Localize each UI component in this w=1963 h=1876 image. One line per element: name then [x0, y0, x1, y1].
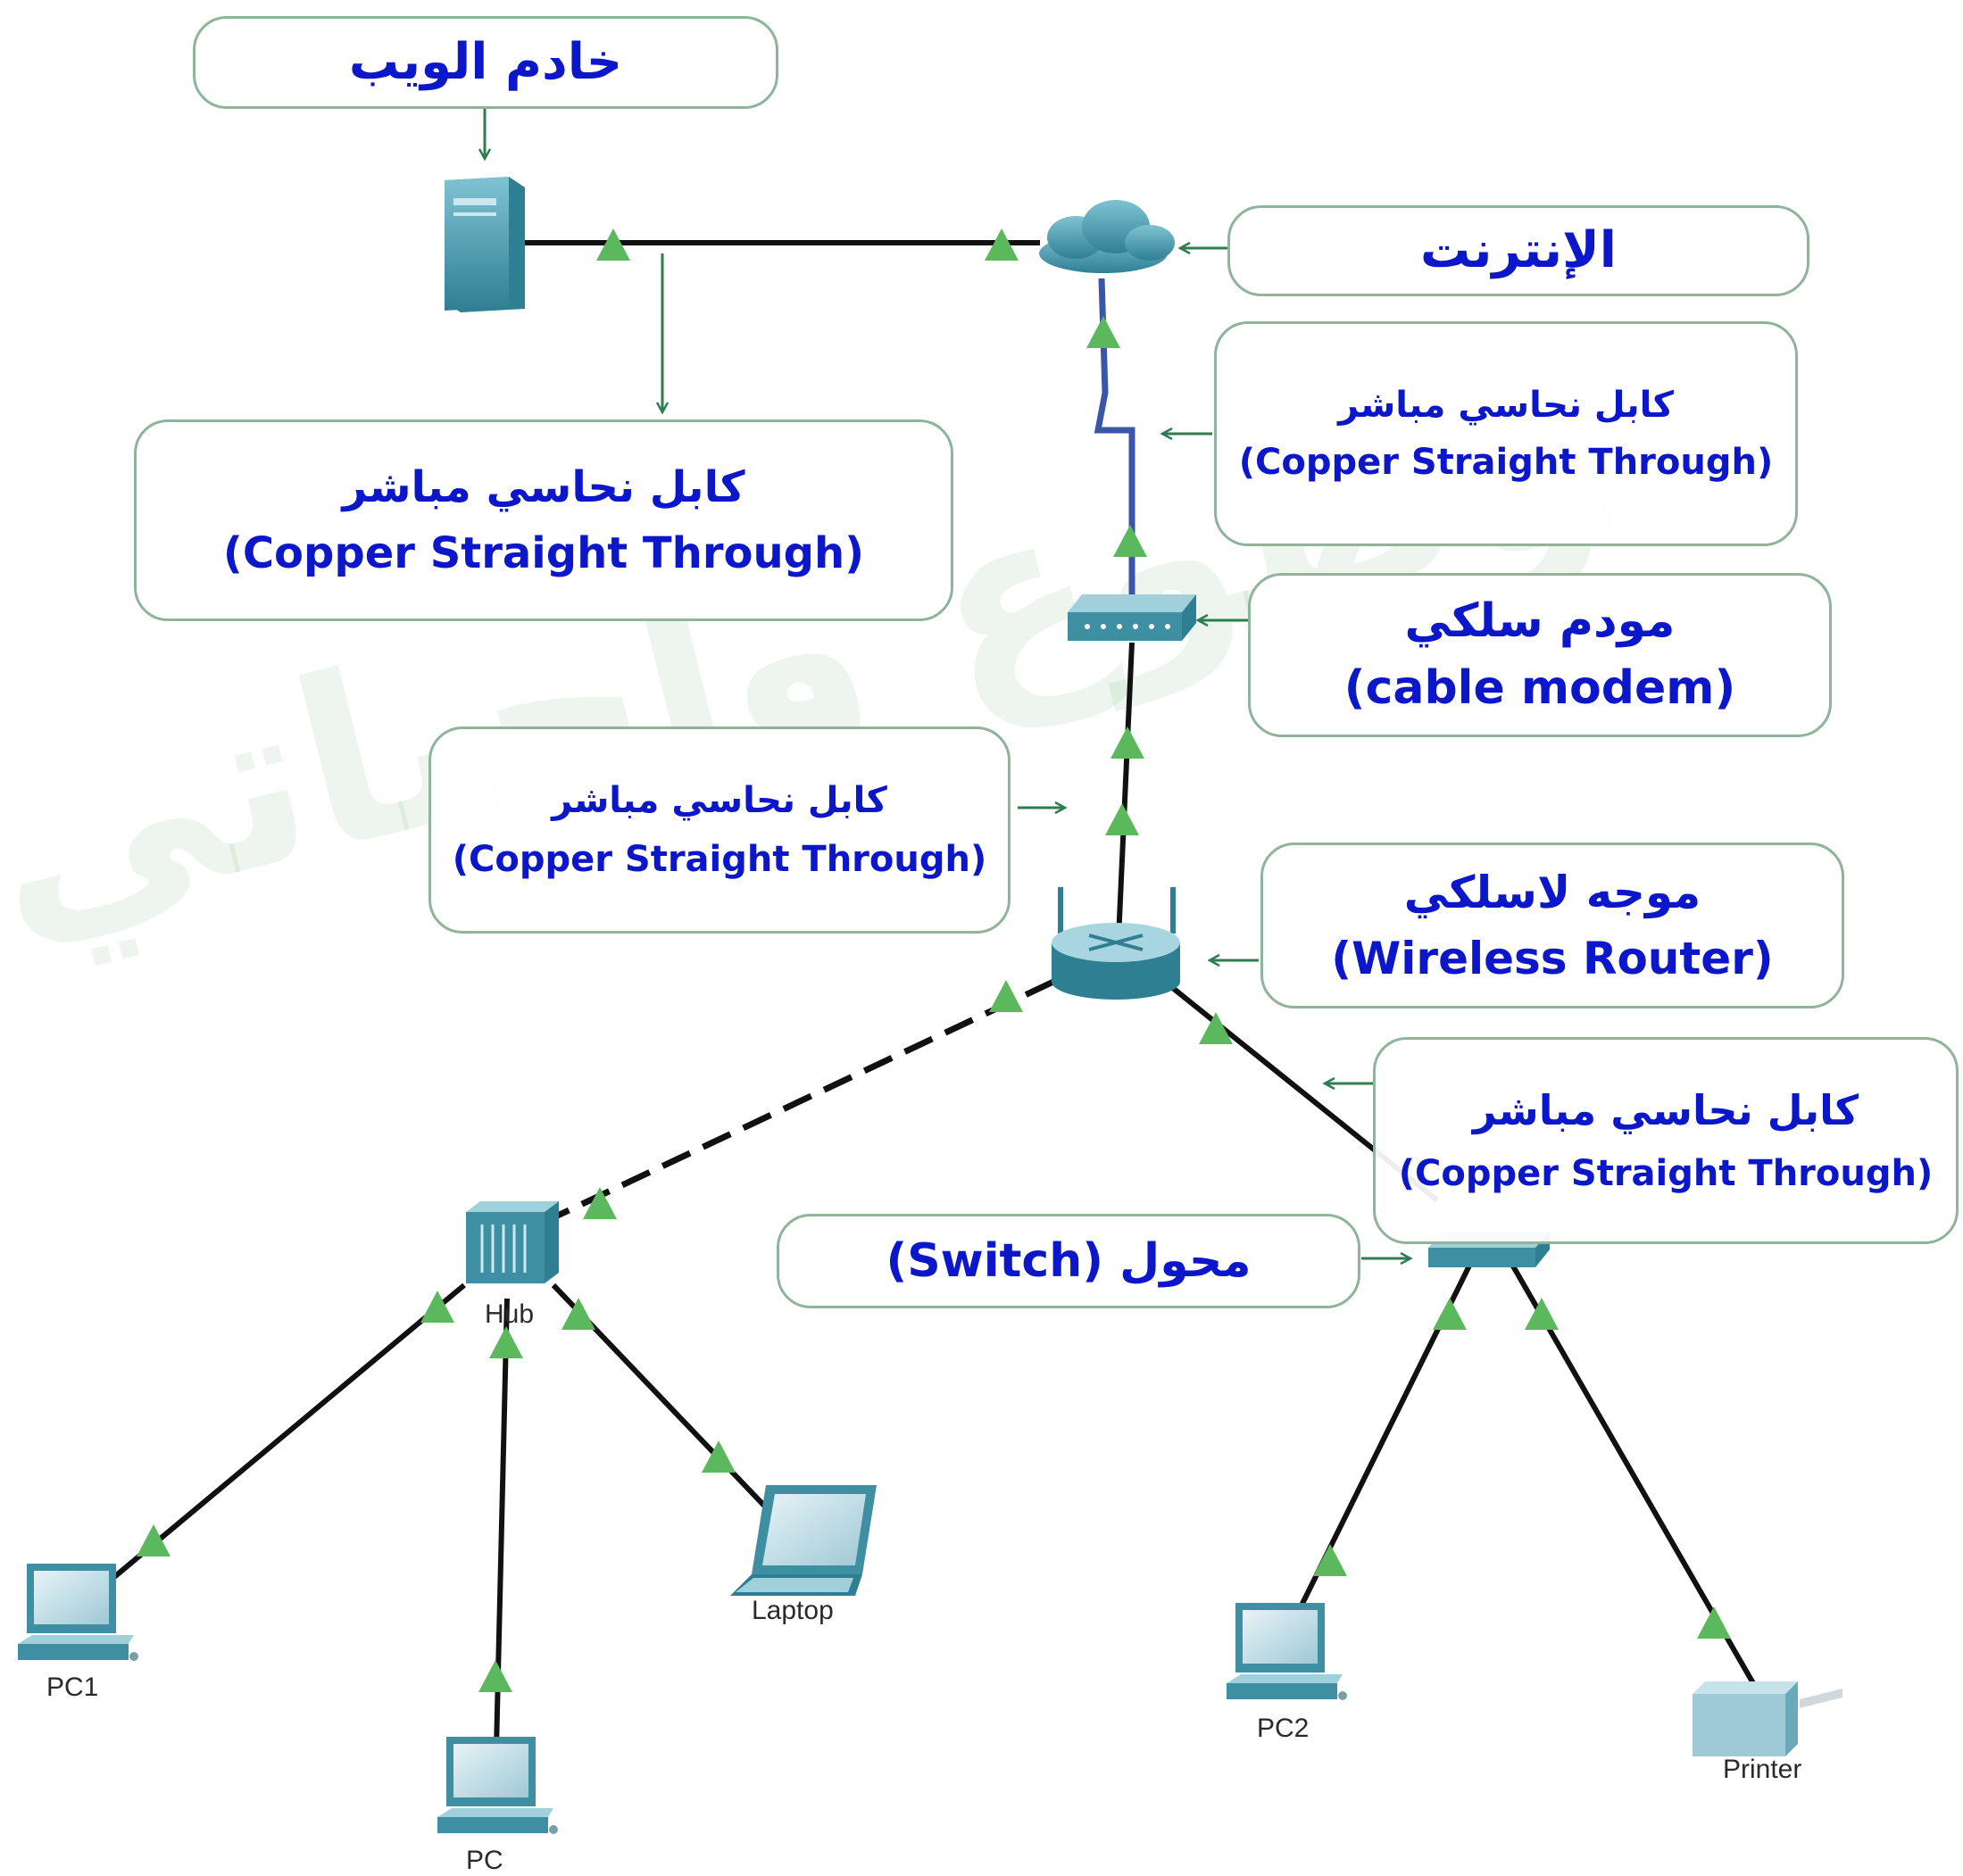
pc-icon[interactable]	[1227, 1603, 1347, 1700]
callout-ar: كابل نحاسي مباشر	[1472, 1086, 1859, 1135]
callout-ar: الإنترنت	[1420, 221, 1617, 279]
callout-ar: خادم الويب	[348, 33, 623, 91]
link-light	[1105, 803, 1139, 835]
callout-ar: محول (Switch)	[886, 1233, 1252, 1288]
callout-en: (Copper Straight Through)	[1238, 442, 1774, 483]
cable-modem-router	[1116, 642, 1135, 940]
callout-en: (Copper Straight Through)	[452, 839, 987, 880]
pc-icon[interactable]	[437, 1737, 558, 1834]
link-light	[1697, 1606, 1731, 1639]
link-light	[702, 1440, 736, 1473]
link-light	[137, 1524, 171, 1556]
annotation-arrows	[485, 109, 1410, 1258]
link-light	[1086, 316, 1120, 348]
link-light	[985, 228, 1019, 261]
router-icon[interactable]	[1052, 887, 1180, 1000]
link-light	[1313, 1544, 1347, 1576]
cable-cloud-modem	[1094, 278, 1135, 607]
callout-en: (Copper Straight Through)	[1398, 1152, 1934, 1194]
link-light	[1525, 1298, 1559, 1330]
printer-icon[interactable]	[1693, 1681, 1842, 1756]
callout-cable-cloud-modem: كابل نحاسي مباشر (Copper Straight Throug…	[1214, 321, 1798, 546]
callout-ar: كابل نحاسي مباشر	[342, 462, 745, 512]
link-light	[561, 1298, 595, 1330]
link-light	[1199, 1012, 1233, 1044]
cable-router-hub	[545, 978, 1055, 1224]
modem-icon[interactable]	[1068, 594, 1196, 641]
callout-internet: الإنترنت	[1227, 205, 1809, 296]
hub-label: Hub	[485, 1299, 534, 1329]
pc1-label: PC1	[46, 1673, 98, 1702]
link-lights	[137, 228, 1731, 1692]
callout-en: (cable modem)	[1343, 661, 1736, 715]
callout-ar: مودم سلكي	[1404, 594, 1676, 648]
link-light	[478, 1660, 512, 1692]
laptop-label: Laptop	[752, 1596, 834, 1625]
callout-cable-router-switch: كابل نحاسي مباشر (Copper Straight Throug…	[1373, 1037, 1959, 1244]
callout-ar: كابل نحاسي مباشر	[552, 780, 887, 821]
callout-ar: كابل نحاسي مباشر	[1338, 385, 1674, 426]
callout-switch: محول (Switch)	[777, 1214, 1360, 1308]
link-light	[1113, 525, 1147, 557]
callout-cable-modem: مودم سلكي (cable modem)	[1248, 573, 1832, 737]
link-light	[596, 228, 630, 261]
link-light	[989, 980, 1023, 1012]
callout-web-server: خادم الويب	[193, 16, 778, 109]
cloud-icon[interactable]	[1039, 200, 1175, 273]
link-light	[1433, 1298, 1467, 1330]
pc-label: PC	[466, 1846, 503, 1875]
callout-en: (Wireless Router)	[1331, 933, 1774, 984]
link-light	[1110, 726, 1144, 759]
link-light	[583, 1187, 617, 1219]
laptop-icon[interactable]	[730, 1485, 877, 1596]
server-icon[interactable]	[445, 177, 525, 312]
pc-icon[interactable]	[18, 1564, 138, 1661]
printer-label: Printer	[1723, 1755, 1801, 1784]
callout-cable-modem-router: كابل نحاسي مباشر (Copper Straight Throug…	[428, 726, 1011, 934]
link-light	[489, 1326, 523, 1358]
hub-icon[interactable]	[466, 1201, 559, 1283]
callout-cable-server-cloud: كابل نحاسي مباشر (Copper Straight Throug…	[134, 419, 953, 621]
callout-en: (Copper Straight Through)	[222, 528, 865, 578]
callout-ar: موجه لاسلكي	[1403, 866, 1701, 918]
link-light	[420, 1291, 454, 1323]
pc2-label: PC2	[1257, 1714, 1309, 1743]
callout-wireless-router: موجه لاسلكي (Wireless Router)	[1260, 843, 1844, 1009]
